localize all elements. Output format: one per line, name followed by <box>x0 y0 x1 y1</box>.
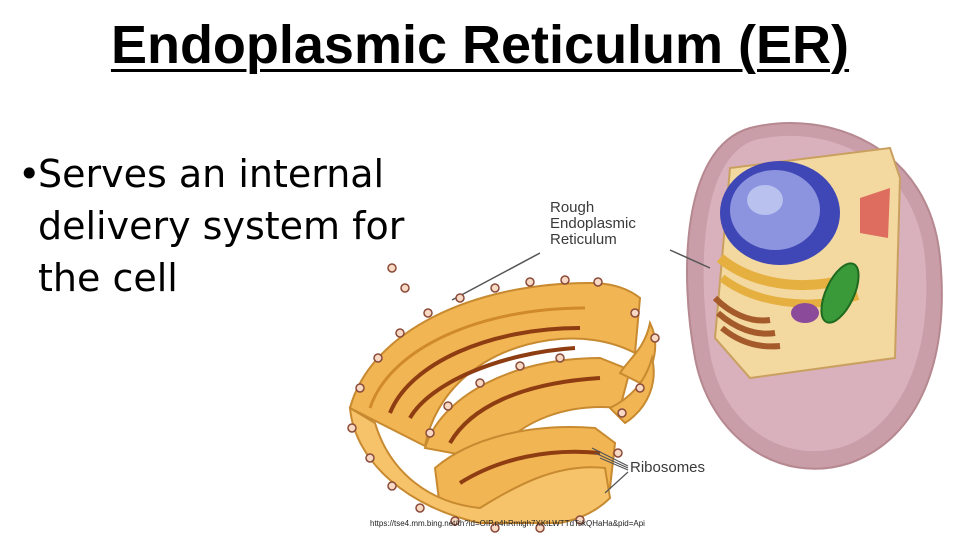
bullet-marker: • <box>18 152 41 196</box>
enlarged-rough-er <box>348 281 657 524</box>
ribosomes-label: Ribosomes <box>630 459 706 476</box>
rough-er-label: Rough Endoplasmic Reticulum <box>550 199 636 248</box>
er-diagram-graphic <box>347 122 943 533</box>
rough-er-pointer <box>669 249 711 269</box>
bullet-item: • Serves an internal delivery system for… <box>18 148 438 304</box>
lysosome <box>860 188 890 238</box>
slide-title: Endoplasmic Reticulum (ER) <box>110 15 850 75</box>
bullet-text: Serves an internal delivery system for t… <box>38 152 405 300</box>
ribosome-dots <box>347 263 660 533</box>
er-illustration: Rough Endoplasmic Reticulum Ribosomes <box>330 108 960 540</box>
nucleolus <box>747 185 783 215</box>
image-source-url: https://tse4.mm.bing.net/th?id=OIP.n4hRm… <box>370 519 645 528</box>
enlarged-view-pointer <box>451 252 541 301</box>
golgi-apparatus <box>712 295 771 324</box>
mitochondrion <box>820 262 860 324</box>
ribosome-pointers <box>591 447 629 494</box>
